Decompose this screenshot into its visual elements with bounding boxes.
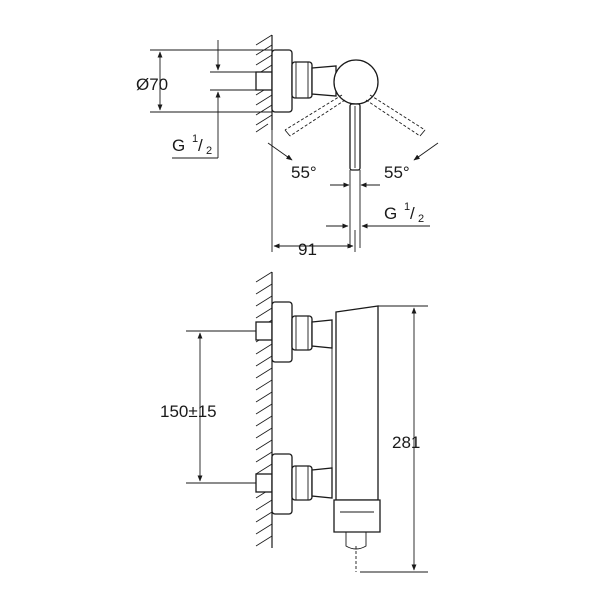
lever-swing-left (284, 94, 346, 137)
rosette-top (271, 49, 293, 113)
svg-text:/: / (410, 204, 415, 223)
outlet-front (333, 499, 381, 533)
mixer-body-top (333, 59, 379, 105)
connector-upper (311, 319, 333, 349)
spacing-label: 150±15 (160, 402, 217, 421)
height-dimension (360, 305, 428, 573)
depth-label: 91 (298, 240, 317, 259)
angle-arrow-right (413, 142, 439, 161)
pipe-stub-lower (255, 473, 273, 493)
rosette-lower (271, 453, 293, 515)
pipe-stub-upper (255, 321, 273, 341)
mixer-body-front (335, 305, 379, 501)
nut-lower (291, 465, 313, 501)
nut-top (291, 61, 313, 99)
thread-left-label: G 1 / 2 (172, 122, 219, 159)
svg-text:/: / (198, 136, 203, 155)
height-label: 281 (392, 433, 420, 452)
svg-text:G: G (384, 204, 397, 223)
nut-upper (291, 315, 313, 351)
diameter-dimension (150, 40, 272, 122)
diameter-label: Ø70 (136, 75, 168, 94)
angle-left-label: 55° (291, 163, 317, 182)
thread-right-label: G 1 / 2 (326, 201, 430, 229)
top-view: G 1 / 2 G 1 / 2 55° 55° Ø70 91 (136, 34, 439, 259)
spacing-dimension (186, 330, 256, 484)
connector-lower (311, 467, 333, 499)
pipe-stub-top (255, 71, 273, 91)
svg-text:1: 1 (404, 201, 410, 213)
svg-text:2: 2 (418, 213, 424, 225)
angle-right-label: 55° (384, 163, 410, 182)
depth-dimension (271, 130, 356, 252)
svg-text:2: 2 (206, 145, 212, 157)
connector-top (311, 65, 337, 97)
svg-text:1: 1 (192, 133, 198, 145)
wall-front (255, 271, 273, 548)
svg-text:G: G (172, 136, 185, 155)
lever-swing-right (365, 94, 426, 137)
rosette-upper (271, 301, 293, 363)
front-view: 150±15 281 (160, 271, 428, 573)
